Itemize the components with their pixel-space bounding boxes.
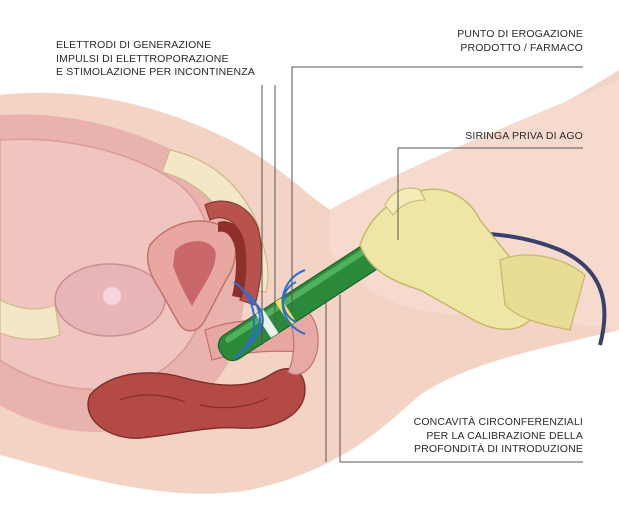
label-delivery-line1: PUNTO DI EROGAZIONE [457, 28, 583, 42]
label-concavities-line2: PER LA CALIBRAZIONE DELLA [414, 430, 583, 444]
label-concavities-line3: PROFONDITÀ DI INTRODUZIONE [414, 443, 583, 457]
label-syringe-line1: SIRINGA PRIVA DI AGO [465, 130, 583, 144]
label-concavities-line1: CONCAVITÀ CIRCONFERENZIALI [414, 416, 583, 430]
label-electrodes-line1: ELETTRODI DI GENERAZIONE [56, 39, 255, 53]
label-electrodes-line2: IMPULSI DI ELETTROPORAZIONE [56, 53, 255, 67]
label-concavities: CONCAVITÀ CIRCONFERENZIALI PER LA CALIBR… [414, 416, 583, 457]
label-electrodes-line3: E STIMOLAZIONE PER INCONTINENZA [56, 66, 255, 80]
label-syringe: SIRINGA PRIVA DI AGO [465, 130, 583, 144]
label-delivery-point: PUNTO DI EROGAZIONE PRODOTTO / FARMACO [457, 28, 583, 55]
bladder-highlight [103, 287, 121, 305]
label-delivery-line2: PRODOTTO / FARMACO [457, 42, 583, 56]
label-electrodes: ELETTRODI DI GENERAZIONE IMPULSI DI ELET… [56, 39, 255, 80]
